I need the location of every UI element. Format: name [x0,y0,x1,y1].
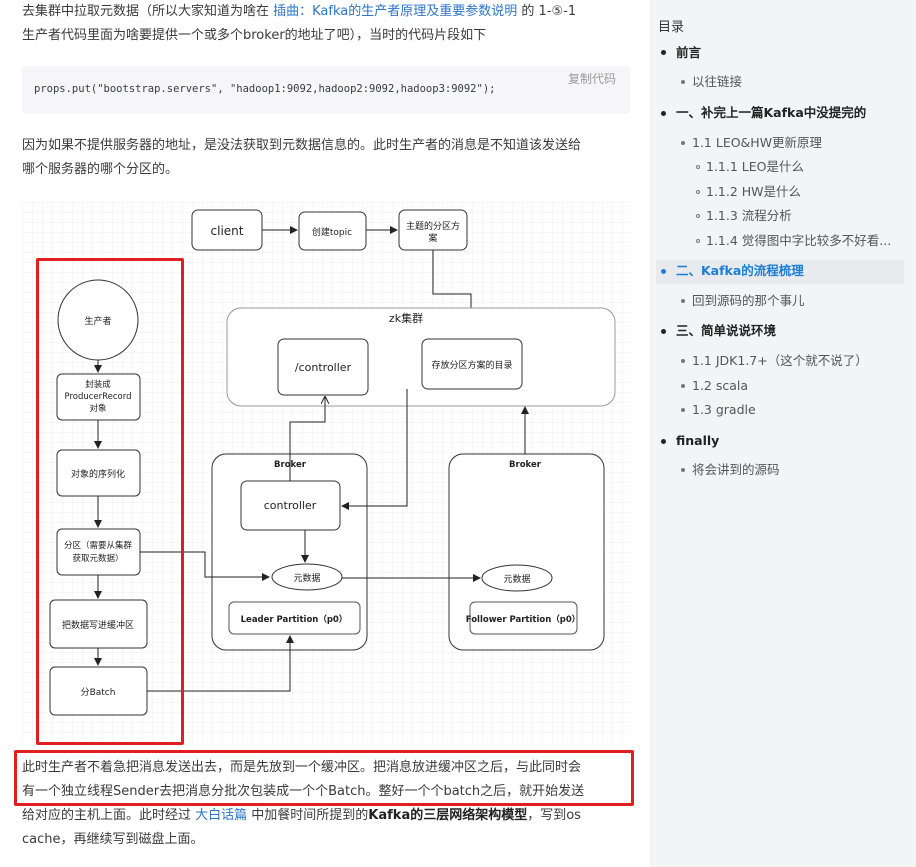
bullet-icon [681,80,685,84]
wrap-label-1: 封装成 [85,379,111,390]
bullet-icon [696,239,700,243]
controller-node: controller [240,480,341,531]
create-topic-label: 创建topic [312,226,352,238]
toc-item-jdk[interactable]: 1.1 JDK1.7+（这个就不说了） [692,353,868,368]
partition-plan-node: 主题的分区方 案 [398,209,468,251]
create-topic-node: 创建topic [298,211,367,251]
para3-text-b: 中加餐时间所提到的 [247,808,369,823]
partition-label-1: 分区（需要从集群 [64,540,133,551]
producer-principle-link[interactable]: 插曲：Kafka的生产者原理及重要参数说明 [273,4,518,19]
broker-right-label: Broker [509,460,542,470]
toc-item-past-links[interactable]: 以往链接 [692,74,743,89]
client-node: client [191,209,263,251]
toc-item-1-1-4[interactable]: 1.1.4 觉得图中字比较多不好看... [706,233,892,248]
partition-label-2: 获取元数据） [72,553,123,564]
zk-cluster-label: zk集群 [389,311,423,325]
bullet-icon [681,468,685,472]
buffer-paragraph: 此时生产者不着急把消息发送出去，而是先放到一个缓冲区。把消息放进缓冲区之后，与此… [22,756,637,852]
serialize-label: 对象的序列化 [71,468,125,480]
para2-line1: 因为如果不提供服务器的地址，是没法获取到元数据信息的。此时生产者的消息是不知道该… [22,138,582,153]
producer-label: 生产者 [84,315,111,327]
intro-text-line2: 生产者代码里面为啥要提供一个或多个broker的地址了吧），当时的代码片段如下 [22,28,487,43]
toc-item-1-1-3[interactable]: 1.1.3 流程分析 [706,208,792,223]
toc-title: 目录 [658,20,685,35]
intro-text-a: 去集群中拉取元数据（所以大家知道为啥在 [22,4,274,19]
producer-flow-highlight [36,258,184,745]
buffer-label: 把数据写进缓冲区 [62,619,134,631]
para2-line2: 哪个服务器的哪个分区的。 [22,162,179,177]
producer-node: 生产者 [57,279,139,361]
bullet-icon [681,359,685,363]
client-label: client [211,224,244,238]
toc-item-back-to-source[interactable]: 回到源码的那个事儿 [692,293,805,308]
bullet-icon [661,329,666,334]
zk-controller-label: /controller [295,361,352,374]
intro-paragraph: 去集群中拉取元数据（所以大家知道为啥在 插曲：Kafka的生产者原理及重要参数说… [22,0,632,48]
leader-partition-label: Leader Partition（p0） [241,614,348,625]
follower-partition-label: Follower Partition（p0） [466,614,581,625]
serialize-node: 对象的序列化 [56,449,141,497]
plain-talk-link[interactable]: 大白话篇 [195,808,248,823]
toc-item-finally[interactable]: finally [676,433,720,448]
bullet-icon [681,299,685,303]
para3-text-c: ，写到os [527,808,581,823]
toc-active-highlight [656,260,904,284]
toc-item-preface[interactable]: 前言 [676,45,702,60]
para3-line4: cache，再继续写到磁盘上面。 [22,832,204,847]
code-block: props.put("bootstrap.servers", "hadoop1:… [22,66,630,114]
follower-partition-node: Follower Partition（p0） [466,601,581,635]
toc-item-upcoming-source[interactable]: 将会讲到的源码 [692,462,780,477]
bullet-icon [696,214,700,218]
partition-plan-label-1: 主题的分区方 [406,220,460,232]
buffer-node: 把数据写进缓冲区 [49,599,148,649]
metadata-right-node: 元数据 [481,564,553,592]
metadata-left-label: 元数据 [293,572,320,584]
article-content: 去集群中拉取元数据（所以大家知道为啥在 插曲：Kafka的生产者原理及重要参数说… [14,0,637,852]
bullet-icon [696,165,700,169]
metadata-left-node: 元数据 [271,563,343,591]
bullet-icon [661,111,666,116]
para3-line2: 有一个独立线程Sender去把消息分批次包装成一个个Batch。整好一个个bat… [22,784,585,799]
partition-plan-label-2: 案 [428,232,437,244]
wrap-label-3: 对象 [89,403,107,414]
toc-item-section-one[interactable]: 一、补完上一篇Kafka中没提完的 [676,105,867,120]
metadata-right-label: 元数据 [503,573,530,585]
bullet-icon [661,50,666,55]
controller-label: controller [264,499,317,512]
wrap-label-2: ProducerRecord [64,392,131,402]
toc-item-1-1-2[interactable]: 1.1.2 HW是什么 [706,184,802,199]
copy-code-button[interactable]: 复制代码 [567,72,616,86]
network-model-bold: Kafka的三层网络架构模型 [368,808,528,823]
metadata-paragraph: 因为如果不提供服务器的地址，是没法获取到元数据信息的。此时生产者的消息是不知道该… [22,134,632,182]
para3-text-a: 给对应的主机上面。此时经过 [22,808,196,823]
toc-item-section-three[interactable]: 三、简单说说环境 [676,323,777,338]
toc-item-gradle[interactable]: 1.3 gradle [692,402,756,417]
toc-item-1-1[interactable]: 1.1 LEO&HW更新原理 [692,135,823,150]
broker-right-box: Broker [448,453,605,651]
bullet-icon [681,408,685,412]
zk-controller-node: /controller [277,338,369,396]
bullet-icon [681,384,685,388]
toc-item-scala[interactable]: 1.2 scala [692,378,749,393]
intro-text-b: 的 1-⑤-1 [517,4,577,19]
batch-label: 分Batch [81,687,116,698]
kafka-flow-diagram: client 创建topic 主题的分区方 案 zk集群 /controlle [22,202,630,742]
zk-partition-dir-node: 存放分区方案的目录 [421,338,523,390]
toc-item-section-two[interactable]: 二、Kafka的流程梳理 [676,263,804,278]
table-of-contents: 目录 前言 以往链接 一、补完上一篇Kafka中没提完的 1.1 LEO&HW更… [650,0,916,867]
bullet-icon [681,141,685,145]
code-snippet: props.put("bootstrap.servers", "hadoop1:… [34,83,496,95]
buffer-explanation-highlight [14,750,634,806]
leader-partition-node: Leader Partition（p0） [228,601,361,635]
bullet-icon [661,269,666,274]
bullet-icon [661,439,666,444]
para3-line1: 此时生产者不着急把消息发送出去，而是先放到一个缓冲区。把消息放进缓冲区之后，与此… [22,760,582,775]
toc-item-1-1-1[interactable]: 1.1.1 LEO是什么 [706,159,804,174]
zk-partition-dir-label: 存放分区方案的目录 [431,359,512,371]
bullet-icon [696,190,700,194]
